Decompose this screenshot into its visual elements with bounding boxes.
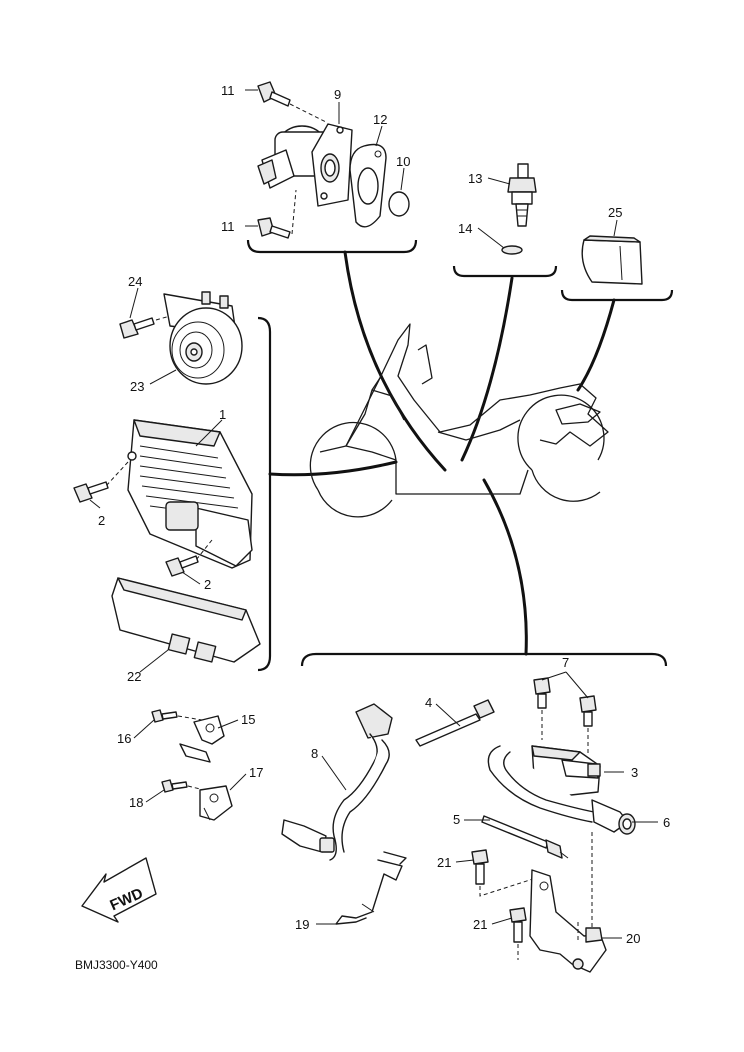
part-12-gasket	[349, 143, 387, 228]
callout-10: 10	[396, 154, 410, 169]
part-15-bracket	[179, 715, 225, 763]
callout-3: 3	[631, 765, 638, 780]
motorcycle-silhouette	[309, 323, 609, 518]
callout-8: 8	[311, 746, 318, 761]
part-16-bolt	[151, 709, 203, 723]
group-bracket-left	[257, 316, 272, 672]
part-21-bolt-upper	[471, 849, 537, 897]
part-25-pad	[581, 235, 643, 285]
part-14-washer	[501, 245, 523, 255]
part-6-plug-cap	[591, 799, 636, 835]
callout-22: 22	[127, 669, 141, 684]
part-7-bolt-left	[533, 677, 551, 740]
callout-16: 16	[117, 731, 131, 746]
part-17-bracket	[199, 785, 233, 821]
part-7-bolt-right	[579, 695, 597, 756]
part-3-ignition-coil	[487, 745, 601, 823]
callout-6: 6	[663, 815, 670, 830]
group-bracket-pad	[560, 289, 674, 302]
callout-25: 25	[608, 205, 622, 220]
group-bracket-top	[246, 239, 418, 254]
callout-18: 18	[129, 795, 143, 810]
connector-left	[268, 460, 398, 477]
part-2-bolt-lower	[165, 555, 199, 577]
part-13-temp-sensor	[507, 163, 537, 227]
connector-top	[343, 250, 447, 472]
part-1-ecu	[105, 419, 253, 569]
connector-bottom	[482, 478, 528, 656]
part-2-bolt-upper	[73, 481, 109, 503]
part-22-cover	[111, 577, 261, 663]
part-9-valve	[257, 123, 353, 207]
callout-15: 15	[241, 712, 255, 727]
callout-14: 14	[458, 221, 472, 236]
callout-2-lower: 2	[204, 577, 211, 592]
callout-2-upper: 2	[98, 513, 105, 528]
diagram-code: BMJ3300-Y400	[75, 958, 158, 972]
callout-7: 7	[562, 655, 569, 670]
leader-lines	[89, 89, 658, 939]
part-20-bracket	[529, 832, 607, 973]
part-11-bolt-lower	[257, 189, 297, 239]
connector-sensor	[460, 276, 514, 462]
part-19-bracket	[335, 851, 407, 925]
group-bracket-bottom	[300, 652, 668, 667]
callout-11-lower: 11	[221, 219, 235, 234]
callout-9: 9	[334, 87, 341, 102]
callout-20: 20	[626, 931, 640, 946]
callout-23: 23	[130, 379, 144, 394]
callout-12: 12	[373, 112, 387, 127]
callout-21-upper: 21	[437, 855, 451, 870]
callout-17: 17	[249, 765, 263, 780]
part-23-horn	[163, 291, 243, 385]
callout-21-lower: 21	[473, 917, 487, 932]
part-21-bolt-lower	[509, 907, 527, 960]
callout-11-upper: 11	[221, 83, 235, 98]
callout-13: 13	[468, 171, 482, 186]
part-11-bolt-upper	[257, 81, 327, 123]
callout-1: 1	[219, 407, 226, 422]
part-10-oring	[388, 191, 410, 217]
group-bracket-sensor	[452, 265, 558, 278]
connector-pad	[576, 298, 616, 392]
callout-24: 24	[128, 274, 142, 289]
part-5-tie	[481, 815, 569, 859]
part-20-nut	[585, 927, 603, 943]
fwd-arrow: FWD	[81, 857, 157, 923]
part-8-lead-wire	[281, 703, 393, 861]
part-24-bolt	[119, 315, 171, 339]
callout-4: 4	[425, 695, 432, 710]
part-18-bolt	[161, 779, 205, 793]
callout-5: 5	[453, 812, 460, 827]
callout-19: 19	[295, 917, 309, 932]
